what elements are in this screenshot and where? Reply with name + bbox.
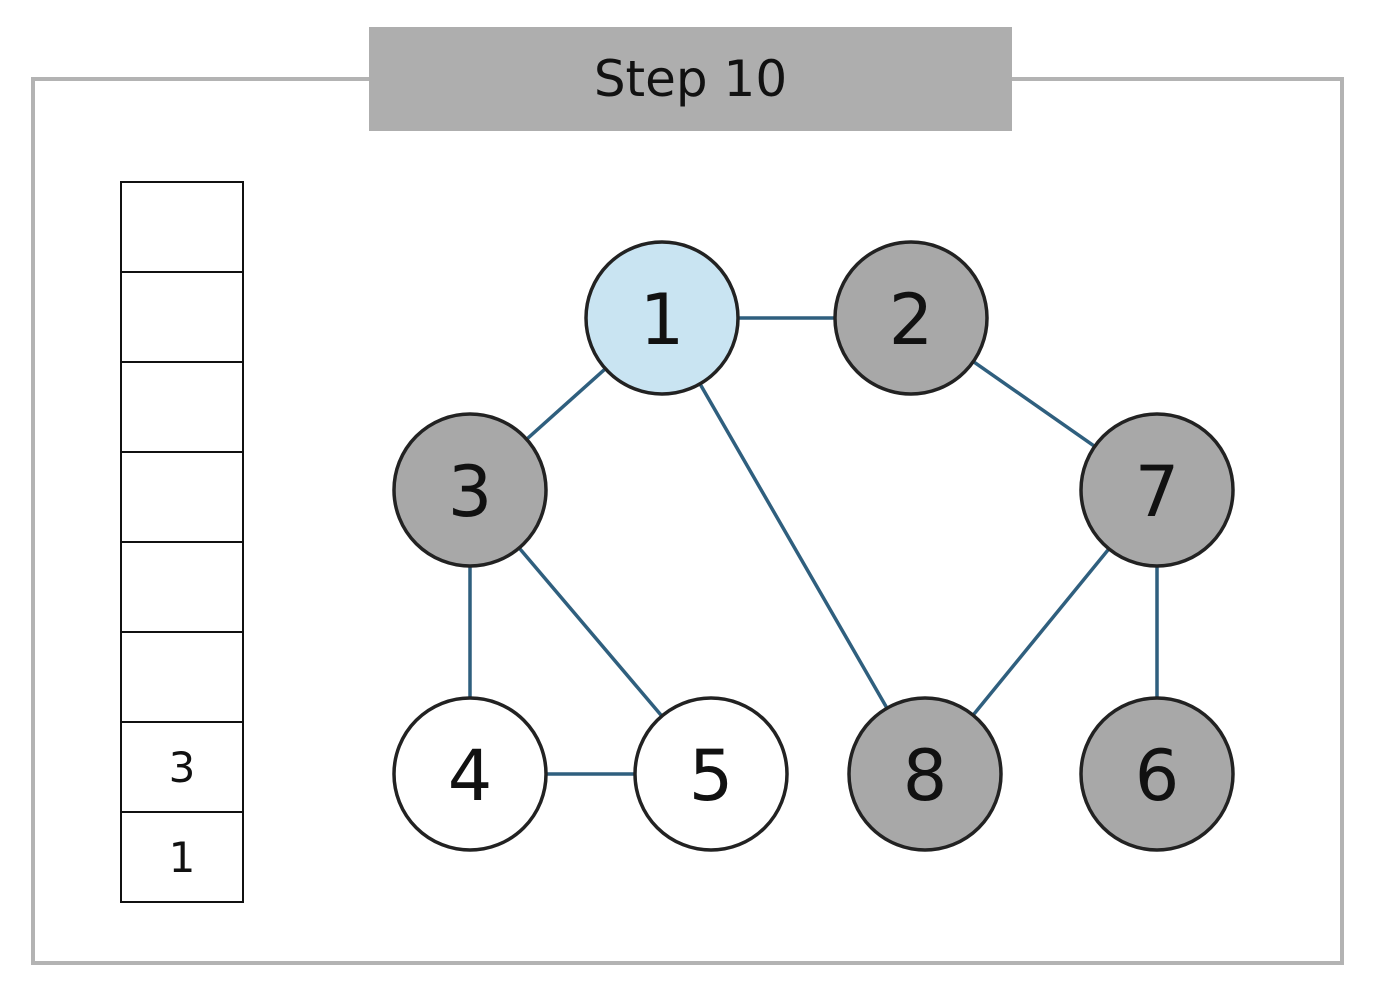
stack-cell (122, 271, 242, 361)
node-circle (1079, 696, 1235, 852)
node-1: 1 (584, 240, 740, 396)
node-label: 4 (448, 735, 493, 817)
node-6: 6 (1079, 696, 1235, 852)
stack-cell (122, 541, 242, 631)
node-5: 5 (633, 696, 789, 852)
stack-cell (122, 631, 242, 721)
node-4: 4 (392, 696, 548, 852)
node-label: 2 (889, 279, 934, 361)
node-label: 7 (1135, 451, 1180, 533)
node-label: 5 (689, 735, 734, 817)
node-2: 2 (833, 240, 989, 396)
node-circle (833, 240, 989, 396)
node-circle (847, 696, 1003, 852)
stack-cell: 1 (122, 811, 242, 901)
node-8: 8 (847, 696, 1003, 852)
node-7: 7 (1079, 412, 1235, 568)
stack-cell: 3 (122, 721, 242, 811)
node-label: 8 (903, 735, 948, 817)
stack-cell (122, 361, 242, 451)
node-3: 3 (392, 412, 548, 568)
step-title: Step 10 (369, 27, 1012, 131)
stack: 3 1 (120, 181, 244, 903)
node-circle (584, 240, 740, 396)
edge-1-8 (660, 317, 927, 775)
node-label: 3 (448, 451, 493, 533)
edges (468, 316, 1159, 776)
node-circle (1079, 412, 1235, 568)
node-label: 6 (1135, 735, 1180, 817)
node-circle (633, 696, 789, 852)
node-circle (392, 412, 548, 568)
stack-cell (122, 451, 242, 541)
node-circle (392, 696, 548, 852)
nodes: 1 2 3 7 4 5 8 6 (392, 240, 1235, 852)
node-label: 1 (640, 279, 685, 361)
